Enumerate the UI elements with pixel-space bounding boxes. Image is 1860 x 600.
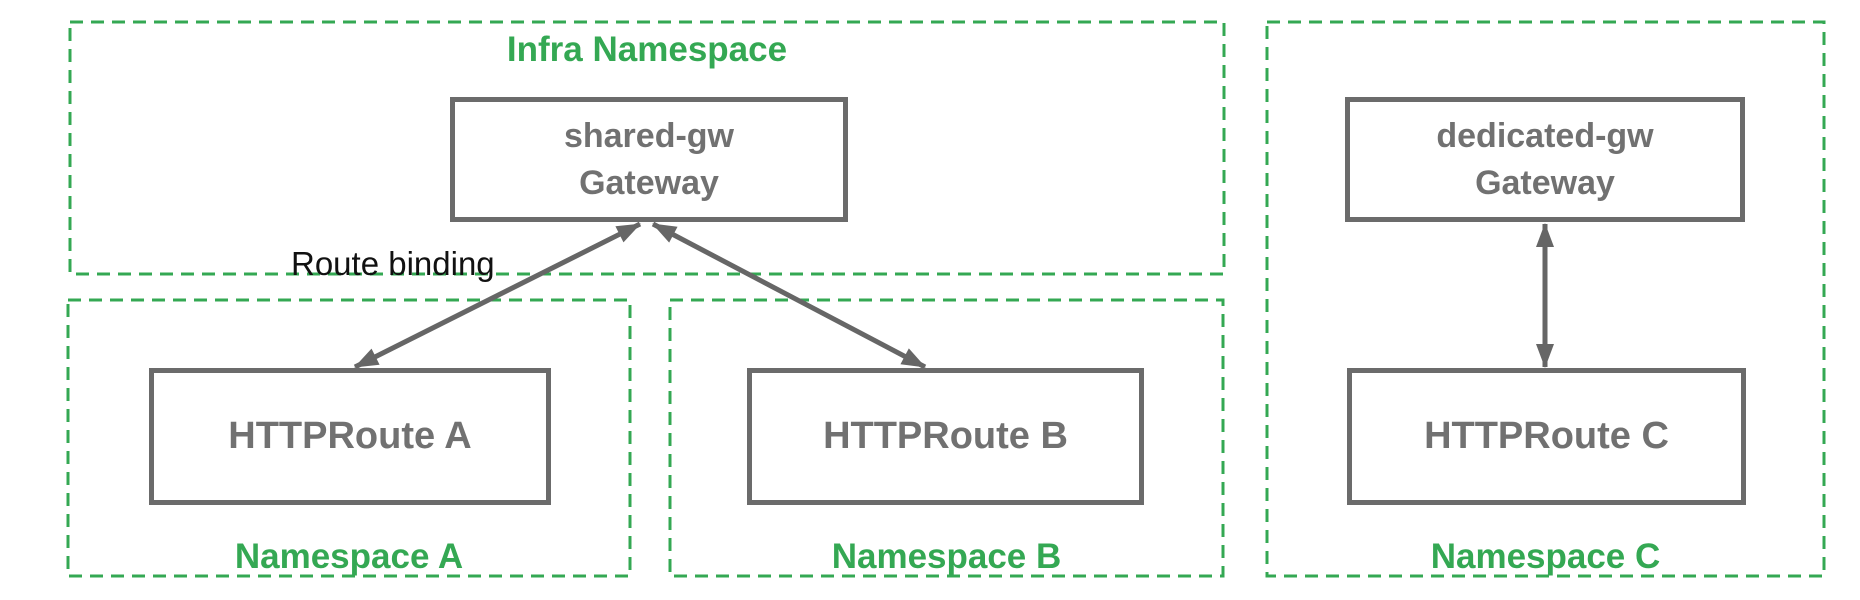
namespace-c-border xyxy=(1265,20,1826,578)
route-binding-arrow-b xyxy=(651,221,927,370)
namespace-a-border xyxy=(66,298,632,578)
namespace-b-label: Namespace B xyxy=(831,537,1062,576)
namespace-a-label: Namespace A xyxy=(234,537,464,576)
shared-gw-gateway-node: shared-gw Gateway xyxy=(450,97,848,222)
httproute-b-node: HTTPRoute B xyxy=(747,368,1144,505)
dedicated-gw-gateway-node: dedicated-gw Gateway xyxy=(1345,97,1745,222)
route-binding-arrow-a xyxy=(353,221,642,370)
httproute-c-label: HTTPRoute C xyxy=(1424,415,1669,458)
route-binding-annotation: Route binding xyxy=(291,245,495,282)
dedicated-gw-name: dedicated-gw xyxy=(1436,116,1654,155)
httproute-b-label: HTTPRoute B xyxy=(823,415,1068,458)
httproute-a-label: HTTPRoute A xyxy=(228,415,472,458)
shared-gw-name: shared-gw xyxy=(563,116,735,155)
httproute-c-node: HTTPRoute C xyxy=(1347,368,1746,505)
namespace-c-label: Namespace C xyxy=(1430,537,1661,576)
shared-gw-type: Gateway xyxy=(579,163,719,202)
dedicated-gw-type: Gateway xyxy=(1475,163,1615,202)
infra-namespace-label: Infra Namespace xyxy=(506,30,788,69)
namespace-b-border xyxy=(668,298,1225,578)
infra-namespace-border xyxy=(68,20,1226,276)
httproute-a-node: HTTPRoute A xyxy=(149,368,551,505)
